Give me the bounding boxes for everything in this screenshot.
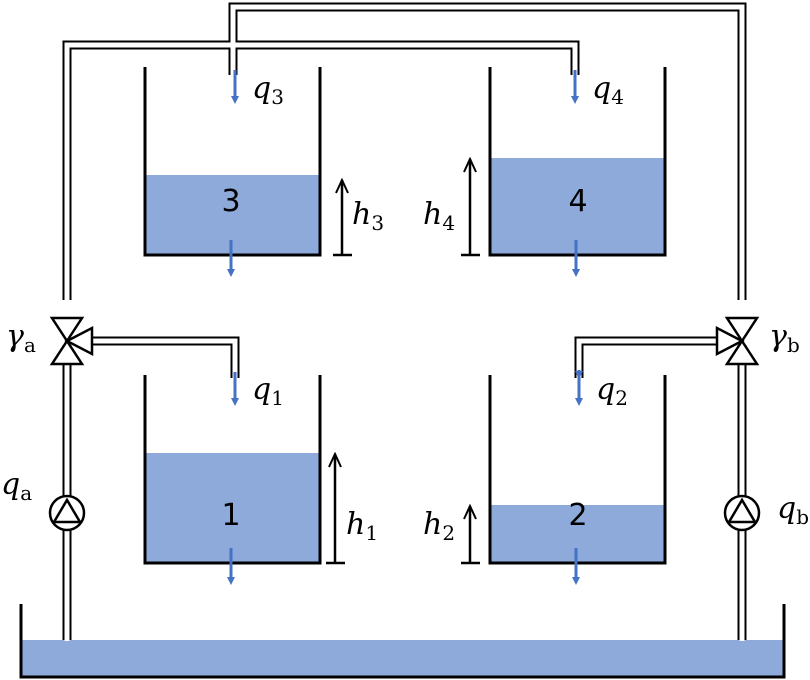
pump-b bbox=[723, 494, 761, 532]
pump-a bbox=[48, 494, 86, 532]
level-label-h2: h2 bbox=[423, 507, 455, 545]
three-way-valve-icon bbox=[724, 316, 760, 344]
flow-arrows bbox=[227, 70, 583, 585]
level-arrows bbox=[326, 159, 480, 565]
tank-1-water bbox=[145, 453, 320, 563]
valve-label-gamma-b: γb bbox=[769, 319, 800, 357]
tank-4-water bbox=[490, 158, 665, 255]
level-label-h4: h4 bbox=[423, 197, 455, 235]
pipe-left-branch bbox=[92, 336, 240, 378]
reservoir-wall bbox=[19, 604, 786, 679]
pump-label-qb: qb bbox=[777, 491, 809, 529]
valve-a bbox=[49, 316, 94, 366]
level-arrow-icon bbox=[326, 454, 345, 565]
inflow-label-q2: q2 bbox=[596, 372, 628, 410]
inflow-label-q4: q4 bbox=[592, 71, 624, 109]
tank-4-label: 4 bbox=[568, 184, 587, 219]
pump-label-qa: qa bbox=[1, 467, 32, 505]
reservoir-water bbox=[21, 640, 784, 676]
inflow-label-q3: q3 bbox=[252, 71, 284, 109]
level-arrow-icon bbox=[333, 180, 352, 257]
inflow-label-q1: q1 bbox=[252, 372, 284, 410]
three-way-valve-icon bbox=[49, 316, 85, 344]
level-arrow-icon bbox=[461, 506, 480, 565]
level-label-h3: h3 bbox=[352, 197, 384, 235]
tank-1-label: 1 bbox=[221, 498, 240, 533]
level-label-h1: h1 bbox=[346, 507, 378, 545]
tank-2-label: 2 bbox=[568, 498, 587, 533]
valve-label-gamma-a: γa bbox=[6, 319, 36, 357]
valve-b bbox=[715, 316, 760, 366]
tank-3-label: 3 bbox=[221, 184, 240, 219]
tank-walls bbox=[19, 67, 786, 679]
level-arrow-icon bbox=[461, 159, 480, 257]
pipes bbox=[62, 2, 747, 641]
